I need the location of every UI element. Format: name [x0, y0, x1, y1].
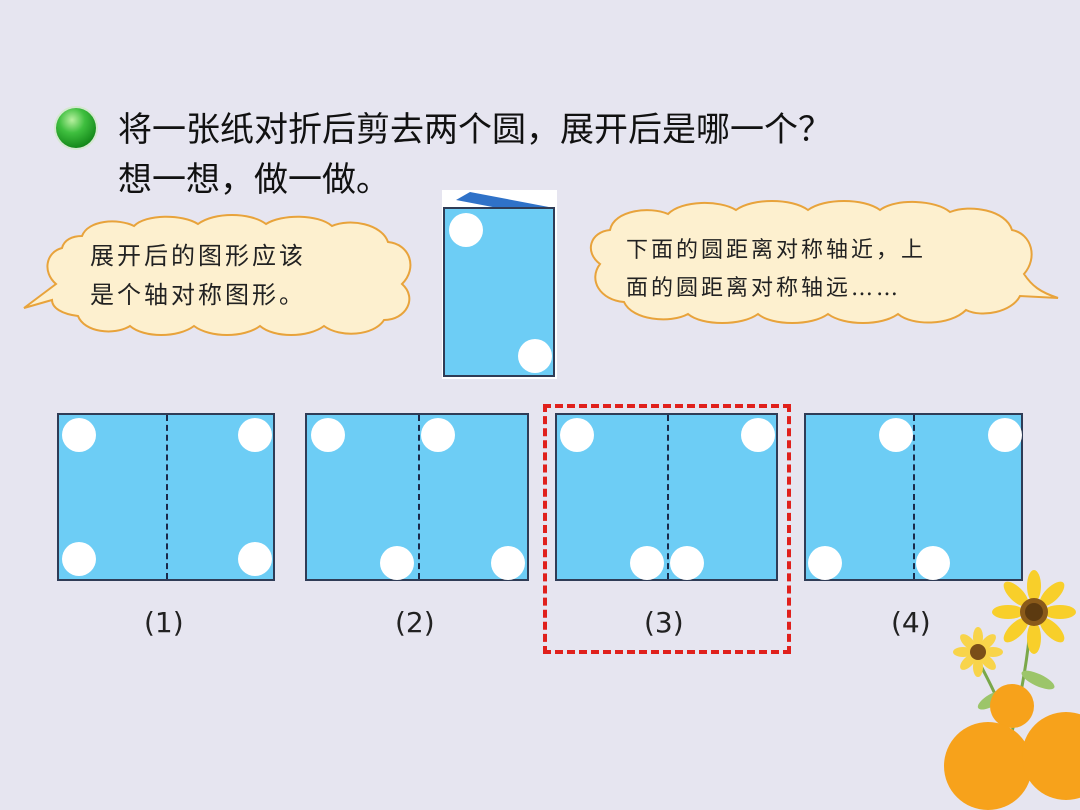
hole	[741, 418, 775, 452]
hole	[380, 546, 414, 580]
option-1-paper[interactable]	[57, 413, 275, 581]
folded-paper-illustration	[442, 190, 557, 379]
hole	[238, 542, 272, 576]
bubble-right-line-1: 下面的圆距离对称轴近，上	[626, 238, 927, 263]
option-3-label: (3)	[644, 606, 684, 639]
speech-bubble-right	[589, 200, 1059, 324]
hole	[879, 418, 913, 452]
bubble-left-line-2: 是个轴对称图形。	[90, 281, 306, 309]
hole	[238, 418, 272, 452]
hole	[988, 418, 1022, 452]
option-1-label: (1)	[144, 606, 184, 639]
option-4-label: (4)	[891, 606, 931, 639]
hole	[670, 546, 704, 580]
option-4-paper[interactable]	[804, 413, 1023, 581]
question-line-2: 想一想，做一做。	[118, 160, 390, 200]
hole	[421, 418, 455, 452]
option-2-label: (2)	[395, 606, 435, 639]
fold-line	[166, 415, 168, 579]
hole	[808, 546, 842, 580]
fold-line	[418, 415, 420, 579]
speech-bubble-left	[23, 214, 412, 336]
selected-answer-highlight	[543, 404, 791, 654]
hole	[560, 418, 594, 452]
option-2-paper[interactable]	[305, 413, 529, 581]
hole	[916, 546, 950, 580]
hole	[62, 418, 96, 452]
hole	[630, 546, 664, 580]
option-3-paper[interactable]	[555, 413, 778, 581]
fold-line	[913, 415, 915, 579]
question-line-1: 将一张纸对折后剪去两个圆，展开后是哪一个？	[118, 110, 832, 150]
hole	[491, 546, 525, 580]
green-bullet-icon	[56, 108, 96, 148]
hole	[62, 542, 96, 576]
bubble-left-line-1: 展开后的图形应该	[90, 242, 306, 270]
hole	[311, 418, 345, 452]
fold-line	[667, 415, 669, 579]
sunflower-decoration	[944, 570, 1080, 810]
bubble-right-line-2: 面的圆距离对称轴远……	[626, 276, 902, 301]
